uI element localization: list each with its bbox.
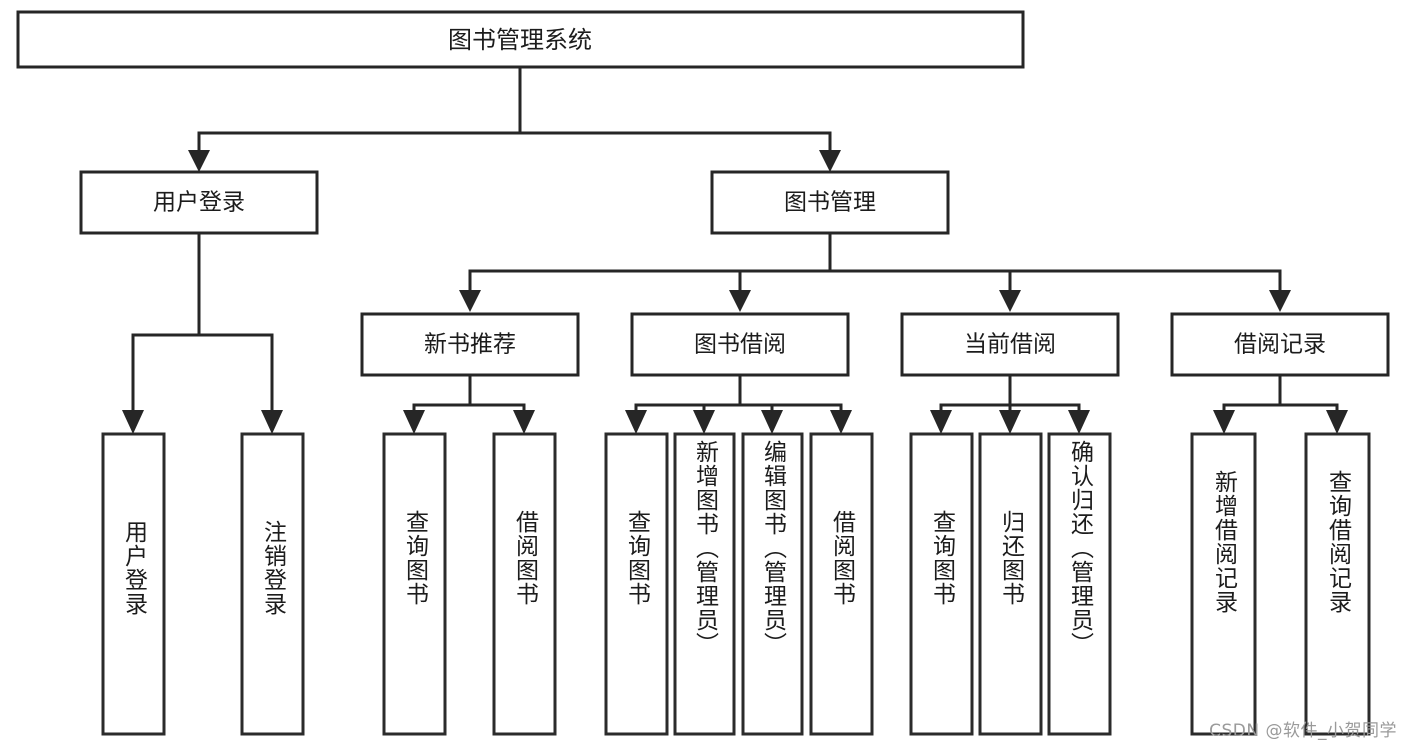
node-new-book-recommend-label: 新书推荐: [424, 332, 516, 358]
node-borrow-record[interactable]: 借阅记录: [1170, 312, 1390, 377]
arrow-head-current-borrow: [999, 290, 1021, 312]
leaf-box-borrow-book-recommend[interactable]: [492, 432, 557, 736]
node-book-manage-box[interactable]: [710, 170, 950, 235]
leaf-box-query-borrow-record[interactable]: [1304, 432, 1371, 736]
arrow-head-new-book: [459, 290, 481, 312]
leaf-box-user-login[interactable]: [101, 432, 166, 736]
node-borrow-record-label: 借阅记录: [1234, 332, 1326, 358]
leaf-box-return-book[interactable]: [978, 432, 1043, 736]
node-borrow-record-box[interactable]: [1170, 312, 1390, 377]
node-user-login[interactable]: 用户登录: [79, 170, 319, 235]
arrow-head-leaf-add-book: [693, 410, 715, 434]
arrow-head-leaf-query-record: [1326, 410, 1348, 434]
leaf-box-add-borrow-record[interactable]: [1190, 432, 1257, 736]
connector-group: [122, 65, 1348, 434]
node-new-book-recommend[interactable]: 新书推荐: [360, 312, 580, 377]
arrow-head-leaf-borrow-book-2: [830, 410, 852, 434]
arrow-head-borrow-record: [1269, 290, 1291, 312]
arrow-head-leaf-user-login: [122, 410, 144, 434]
leaf-box-query-book-borrow[interactable]: [604, 432, 669, 736]
leaf-box-borrow-book-borrow[interactable]: [809, 432, 874, 736]
node-root[interactable]: 图书管理系统: [16, 10, 1025, 69]
node-book-borrow[interactable]: 图书借阅: [630, 312, 850, 377]
arrow-head-book-borrow: [729, 290, 751, 312]
arrow-head-leaf-query-book-3: [930, 410, 952, 434]
node-current-borrow-label: 当前借阅: [964, 332, 1056, 358]
node-book-manage-label: 图书管理: [784, 190, 876, 216]
node-current-borrow-box[interactable]: [900, 312, 1120, 377]
leaf-box-logout[interactable]: [240, 432, 305, 736]
node-current-borrow[interactable]: 当前借阅: [900, 312, 1120, 377]
leaf-box-edit-book-admin[interactable]: [741, 432, 804, 736]
node-new-book-recommend-box[interactable]: [360, 312, 580, 377]
arrow-head-leaf-add-record: [1213, 410, 1235, 434]
leaf-box-add-book-admin[interactable]: [673, 432, 736, 736]
leaf-box-query-book-current[interactable]: [909, 432, 974, 736]
arrow-head-leaf-borrow-book-1: [513, 410, 535, 434]
leaf-box-confirm-return-admin[interactable]: [1047, 432, 1112, 736]
node-user-login-box[interactable]: [79, 170, 319, 235]
leaf-box-query-book-recommend[interactable]: [382, 432, 447, 736]
arrow-head-leaf-query-book-1: [403, 410, 425, 434]
csdn-watermark: CSDN @软件_小贺同学: [1209, 721, 1397, 741]
arrow-head-leaf-edit-book: [761, 410, 783, 434]
node-book-manage[interactable]: 图书管理: [710, 170, 950, 235]
node-book-borrow-box[interactable]: [630, 312, 850, 377]
node-root-box[interactable]: [16, 10, 1025, 69]
node-root-label: 图书管理系统: [448, 26, 592, 54]
node-user-login-label: 用户登录: [153, 190, 245, 216]
arrow-head-book-manage: [819, 150, 841, 172]
node-book-borrow-label: 图书借阅: [694, 332, 786, 358]
arrow-head-leaf-confirm-return: [1068, 410, 1090, 434]
arrow-head-leaf-logout: [261, 410, 283, 434]
arrow-head-user-login: [188, 150, 210, 172]
arrow-head-leaf-query-book-2: [625, 410, 647, 434]
arrow-head-leaf-return-book: [999, 410, 1021, 434]
